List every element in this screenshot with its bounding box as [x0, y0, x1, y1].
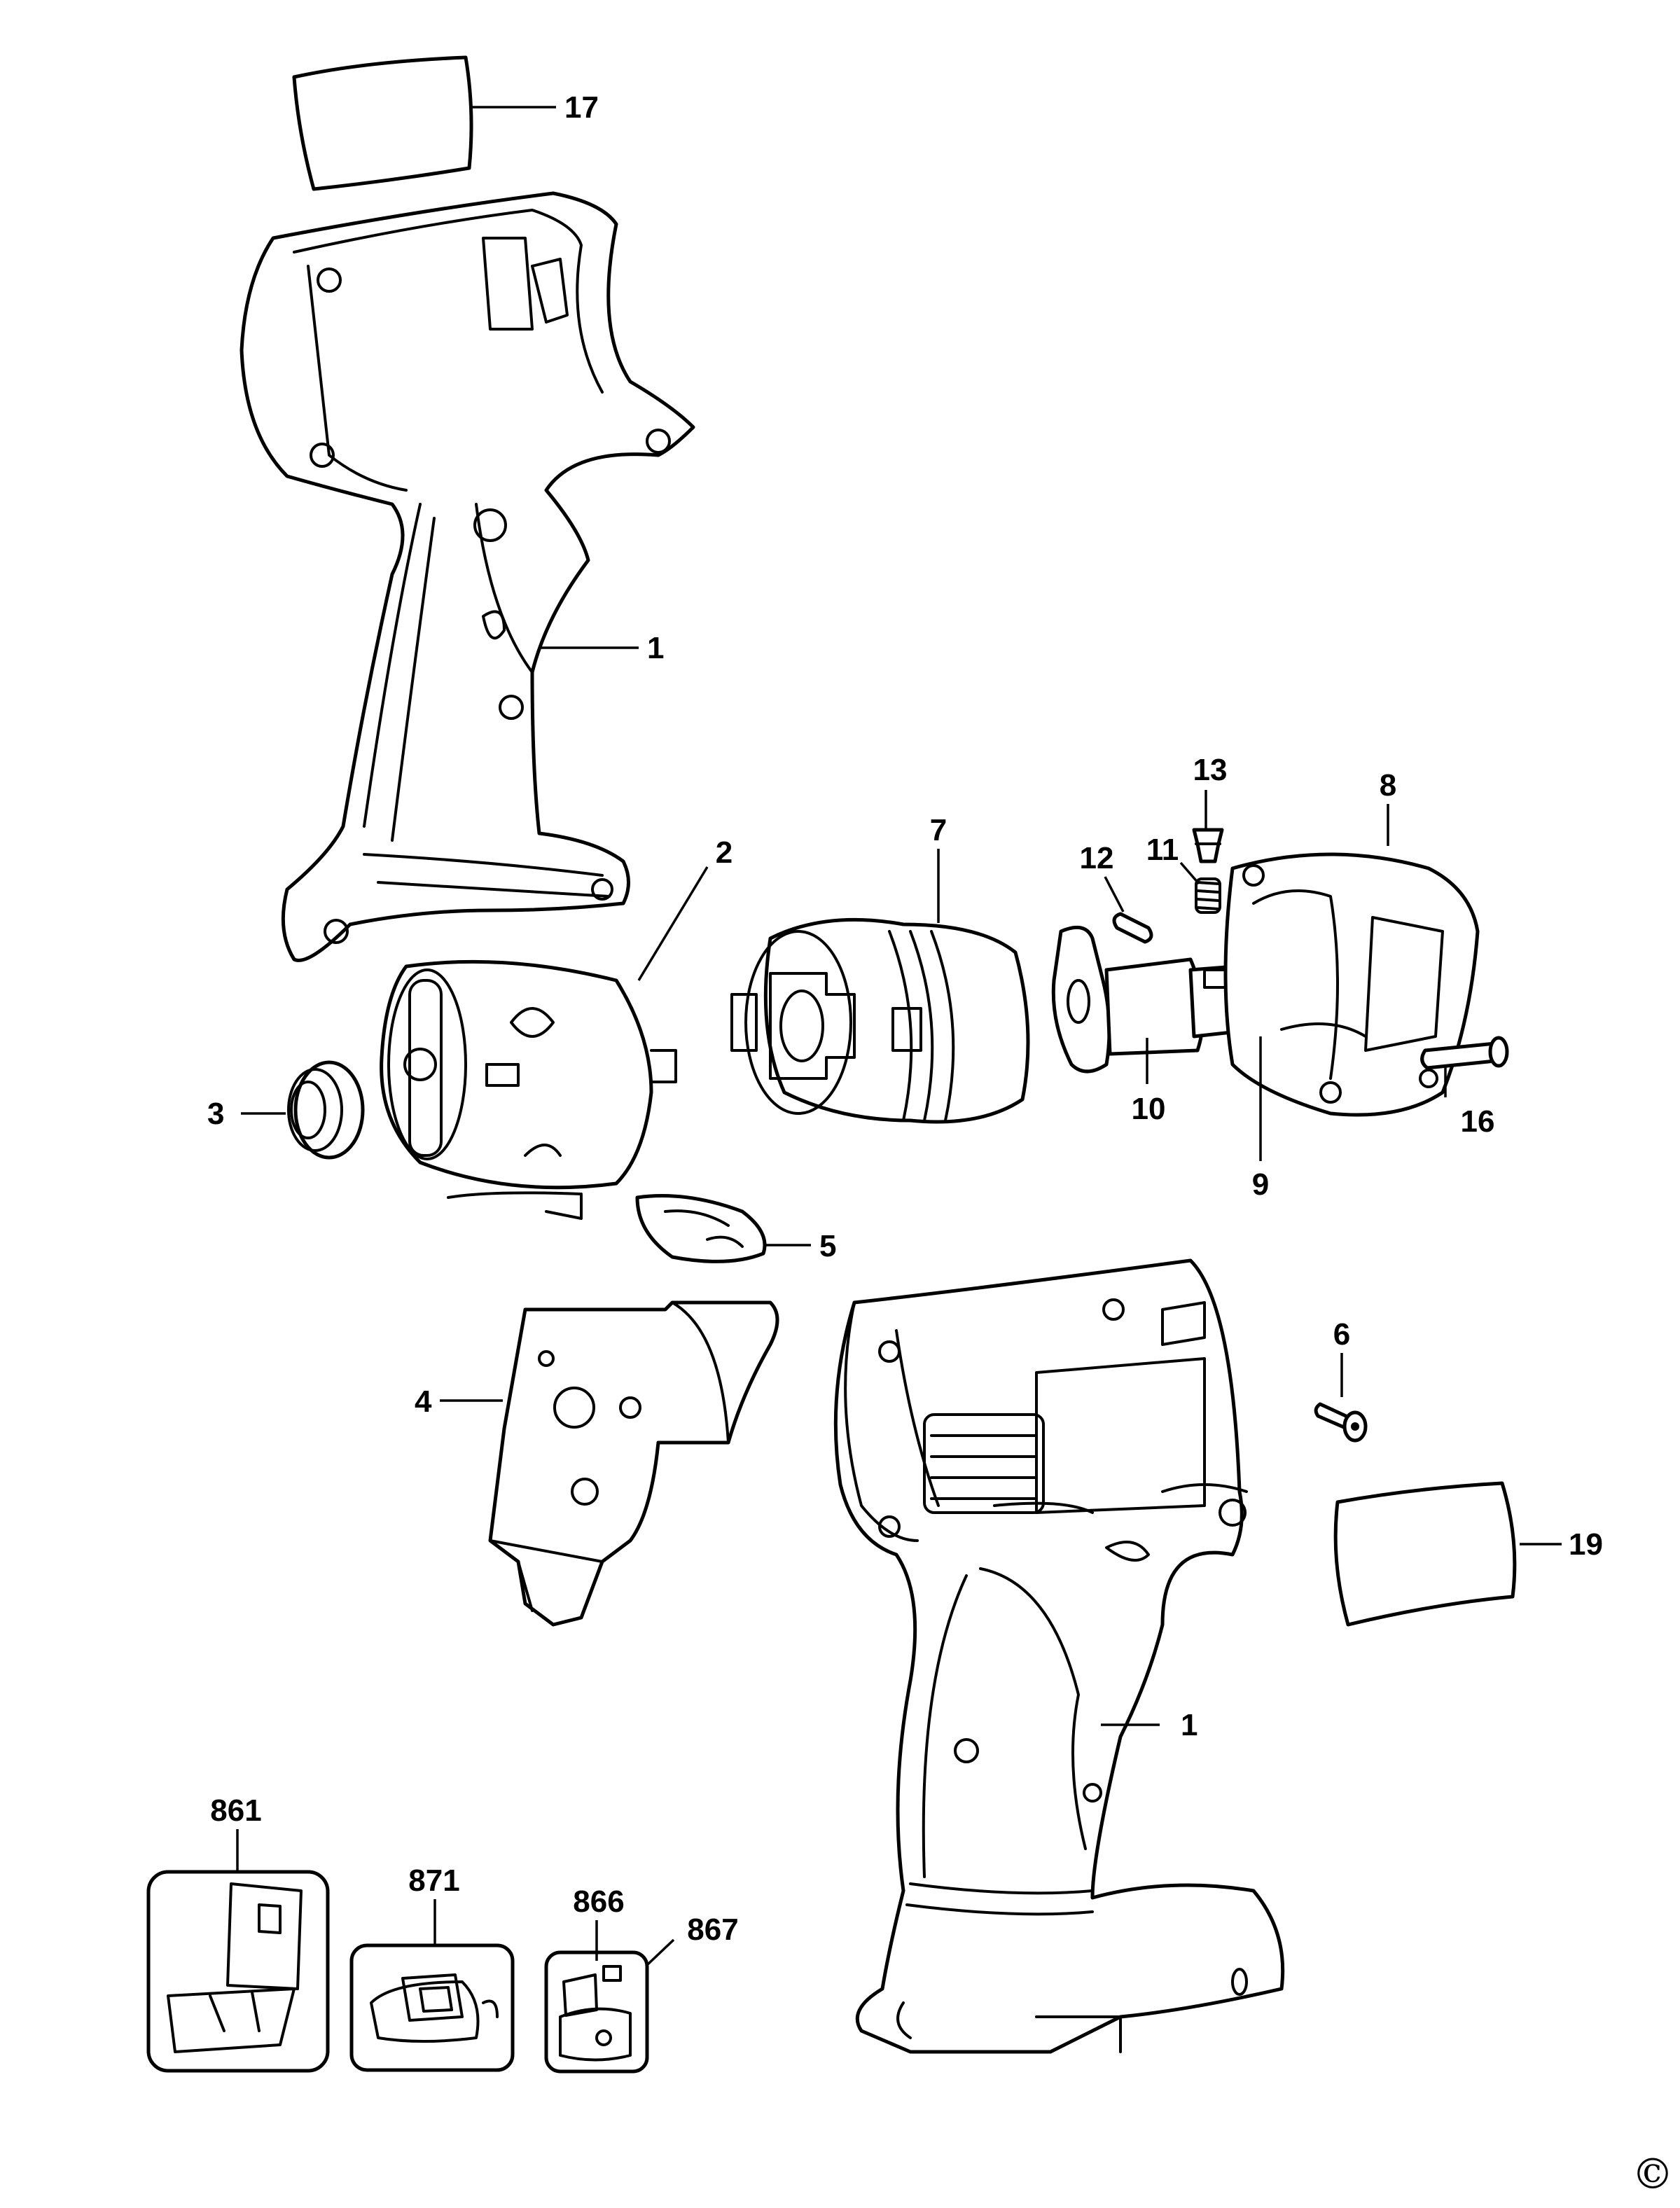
callout-13: 13 — [1193, 753, 1228, 787]
callout-19: 19 — [1569, 1527, 1603, 1562]
part-861-kit-box — [146, 1870, 330, 2073]
callout-8: 8 — [1380, 768, 1396, 803]
part-1-housing-right — [833, 1258, 1285, 2054]
callout-7: 7 — [930, 813, 947, 847]
callout-861: 861 — [210, 1793, 261, 1828]
part-19-label — [1333, 1481, 1517, 1627]
part-3-end-cap — [287, 1060, 365, 1160]
part-1-housing-left — [239, 191, 695, 962]
part-11-spring — [1195, 877, 1221, 914]
callout-labels: 17 1 2 3 4 5 6 7 8 9 10 11 12 13 16 19 1… — [207, 90, 1603, 1947]
copyright-mark: © — [1632, 2150, 1674, 2199]
callout-866: 866 — [573, 1884, 624, 1919]
part-7-gearbox — [730, 917, 1030, 1124]
callout-3: 3 — [207, 1097, 224, 1131]
callout-12: 12 — [1080, 841, 1114, 875]
part-4-switch — [488, 1300, 779, 1627]
callout-9: 9 — [1252, 1167, 1269, 1202]
callout-6: 6 — [1333, 1317, 1350, 1352]
part-13-plunger — [1192, 828, 1224, 863]
callout-867: 867 — [687, 1912, 738, 1947]
callout-5: 5 — [819, 1229, 836, 1263]
part-8-nose-housing — [1223, 852, 1480, 1117]
leader-lines — [236, 106, 1562, 1966]
part-12-pin — [1112, 912, 1153, 944]
callout-871: 871 — [408, 1863, 459, 1898]
part-2-motor — [380, 959, 677, 1220]
part-871-charger — [349, 1943, 515, 2072]
callout-1-lower: 1 — [1181, 1708, 1197, 1742]
part-17-label — [292, 55, 473, 191]
callout-1-upper: 1 — [647, 631, 664, 665]
part-6-screw — [1314, 1402, 1368, 1443]
part-866-battery — [544, 1950, 649, 2074]
part-16-screw — [1420, 1036, 1509, 1070]
callout-16: 16 — [1461, 1104, 1495, 1139]
callout-10: 10 — [1132, 1092, 1166, 1126]
callout-11: 11 — [1146, 833, 1179, 867]
part-5-clip — [635, 1194, 767, 1263]
callout-4: 4 — [415, 1384, 432, 1419]
callout-17: 17 — [564, 90, 599, 125]
callout-2: 2 — [716, 835, 733, 870]
